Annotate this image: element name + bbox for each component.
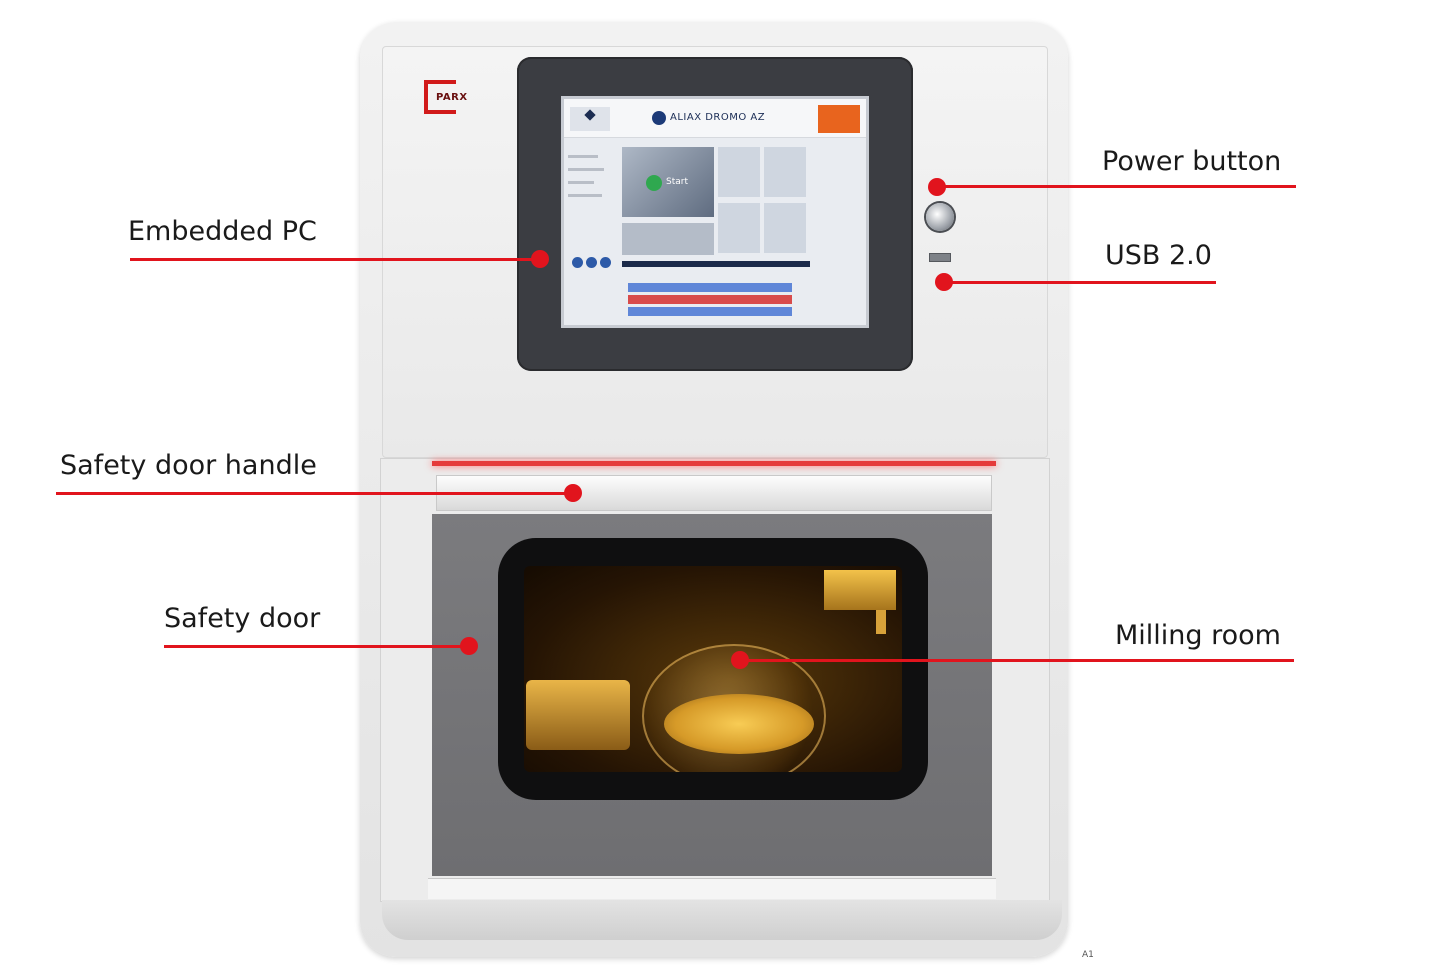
usb-port-icon	[929, 253, 951, 262]
callout-safety-door-handle-line	[56, 492, 574, 495]
screen-card-label: Start	[666, 177, 688, 187]
screen-tile	[764, 147, 806, 197]
screen-brand-icon	[652, 111, 666, 125]
callout-safety-door-handle-label: Safety door handle	[60, 450, 317, 481]
screen-start-card	[622, 147, 714, 217]
screen-home-icon	[570, 107, 610, 131]
callout-milling-room-line	[740, 659, 1294, 662]
workpiece-disc-icon	[664, 694, 814, 754]
callout-safety-door-dot	[460, 637, 478, 655]
callout-safety-door-handle-dot	[564, 484, 582, 502]
callout-usb-label: USB 2.0	[1105, 240, 1212, 271]
screen-sidebar	[568, 145, 614, 245]
screen-header	[564, 99, 866, 138]
callout-safety-door-label: Safety door	[164, 603, 321, 634]
status-light-strip	[432, 461, 996, 466]
callout-power-button-dot	[928, 178, 946, 196]
clamp-icon	[526, 680, 630, 750]
screen-alert-icon	[818, 105, 860, 133]
screen-tile	[718, 147, 760, 197]
callout-embedded-pc-label: Embedded PC	[128, 216, 317, 247]
screen-progress-bar	[622, 261, 810, 267]
callout-safety-door-line	[164, 645, 470, 648]
callout-embedded-pc-line	[130, 258, 540, 261]
callout-power-button-line	[938, 185, 1296, 188]
callout-milling-room-dot	[731, 651, 749, 669]
brand-logo-text: PARX	[436, 92, 468, 103]
callout-milling-room-label: Milling room	[1115, 620, 1281, 651]
screen-table-row	[628, 283, 792, 292]
screen-secondary-card	[622, 223, 714, 255]
callout-power-button-label: Power button	[1102, 146, 1282, 177]
spindle-icon	[824, 570, 896, 610]
bottom-trim	[428, 878, 996, 899]
brand-logo-icon	[424, 80, 456, 114]
power-button-icon	[926, 203, 954, 231]
callout-embedded-pc-dot	[531, 250, 549, 268]
screen-table-row	[628, 307, 792, 316]
callout-usb-dot	[935, 273, 953, 291]
corner-mark: A1	[1082, 950, 1094, 960]
callout-usb-line	[944, 281, 1216, 284]
screen-tile	[764, 203, 806, 253]
screen-tile	[718, 203, 760, 253]
screen-brand-text: ALIAX DROMO AZ	[670, 112, 766, 123]
milling-room	[524, 566, 902, 772]
screen-status-icons	[572, 253, 614, 272]
embedded-pc-screen: ALIAX DROMO AZ Start	[561, 96, 869, 328]
screen-table-row	[628, 295, 792, 304]
play-icon	[646, 175, 662, 191]
milling-tool-icon	[876, 610, 886, 634]
machine-base	[382, 900, 1062, 940]
